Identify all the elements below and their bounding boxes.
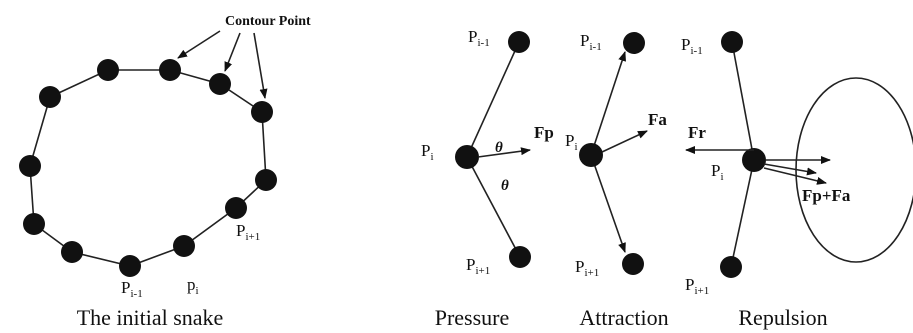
point-cur xyxy=(579,143,603,167)
label-p-next: Pi+1 xyxy=(466,255,490,277)
caption-pressure: Pressure xyxy=(435,305,510,330)
contour-points xyxy=(19,59,277,277)
contour-point xyxy=(119,255,141,277)
caption-repulsion: Repulsion xyxy=(738,305,827,330)
contour-arrow-1 xyxy=(177,30,221,59)
label-p-next: Pi+1 xyxy=(575,257,599,279)
contour-point xyxy=(97,59,119,81)
label-p-prev: Pi-1 xyxy=(580,31,602,53)
contour-point xyxy=(225,197,247,219)
label-p-next: Pi+1 xyxy=(685,275,709,297)
label-fp-fa: Fp+Fa xyxy=(802,186,851,205)
point-next xyxy=(509,246,531,268)
initial-snake-panel: Contour Point Pi-1 pi Pi+1 The initial s… xyxy=(19,14,311,330)
contour-point xyxy=(173,235,195,257)
contour-point-label: Contour Point xyxy=(225,14,311,29)
repulsion-panel: Pi-1 Pi Pi+1 Fr Fp+Fa Repulsion xyxy=(681,31,913,330)
edge xyxy=(730,159,755,268)
point-prev xyxy=(623,32,645,54)
force-arrow-fp xyxy=(477,147,531,158)
label-p-cur: Pi xyxy=(421,141,434,163)
label-p-cur: pi xyxy=(187,275,199,297)
edge xyxy=(731,41,755,161)
contour-point xyxy=(19,155,41,177)
point-cur xyxy=(742,148,766,172)
repulsion-circle xyxy=(795,77,913,263)
label-p-next: Pi+1 xyxy=(236,221,260,243)
label-theta-1: θ xyxy=(495,140,503,156)
label-fa: Fa xyxy=(648,110,667,129)
label-p-cur: Pi xyxy=(711,161,724,183)
contour-point xyxy=(255,169,277,191)
force-arrow-fa xyxy=(601,130,648,153)
force-arrow-fa xyxy=(763,163,817,176)
label-p-prev: Pi-1 xyxy=(121,278,143,300)
label-fp: Fp xyxy=(534,123,554,142)
contour-point xyxy=(251,101,273,123)
contour-point xyxy=(61,241,83,263)
caption-initial-snake: The initial snake xyxy=(77,305,224,330)
point-next xyxy=(622,253,644,275)
contour-point xyxy=(23,213,45,235)
caption-attraction: Attraction xyxy=(579,305,668,330)
edge xyxy=(590,51,626,156)
point-cur xyxy=(455,145,479,169)
point-next xyxy=(720,256,742,278)
force-arrow-sum xyxy=(763,167,827,185)
snake-contour xyxy=(29,69,267,267)
contour-point xyxy=(39,86,61,108)
label-p-prev: Pi-1 xyxy=(681,35,703,57)
pressure-panel: Pi-1 Pi Pi+1 θ θ Fp Pressure xyxy=(421,27,554,330)
attraction-panel: Pi-1 Pi Pi+1 Fa Attraction xyxy=(565,31,669,330)
contour-point xyxy=(159,59,181,81)
contour-point xyxy=(209,73,231,95)
contour-arrow-3 xyxy=(253,32,268,99)
edge xyxy=(590,154,626,253)
label-theta-2: θ xyxy=(501,178,509,194)
point-prev xyxy=(721,31,743,53)
contour-arrow-2 xyxy=(224,32,241,72)
edge xyxy=(466,41,520,158)
label-p-cur: Pi xyxy=(565,131,578,153)
edge xyxy=(466,156,521,258)
label-fr: Fr xyxy=(688,123,706,142)
label-p-prev: Pi-1 xyxy=(468,27,490,49)
point-prev xyxy=(508,31,530,53)
